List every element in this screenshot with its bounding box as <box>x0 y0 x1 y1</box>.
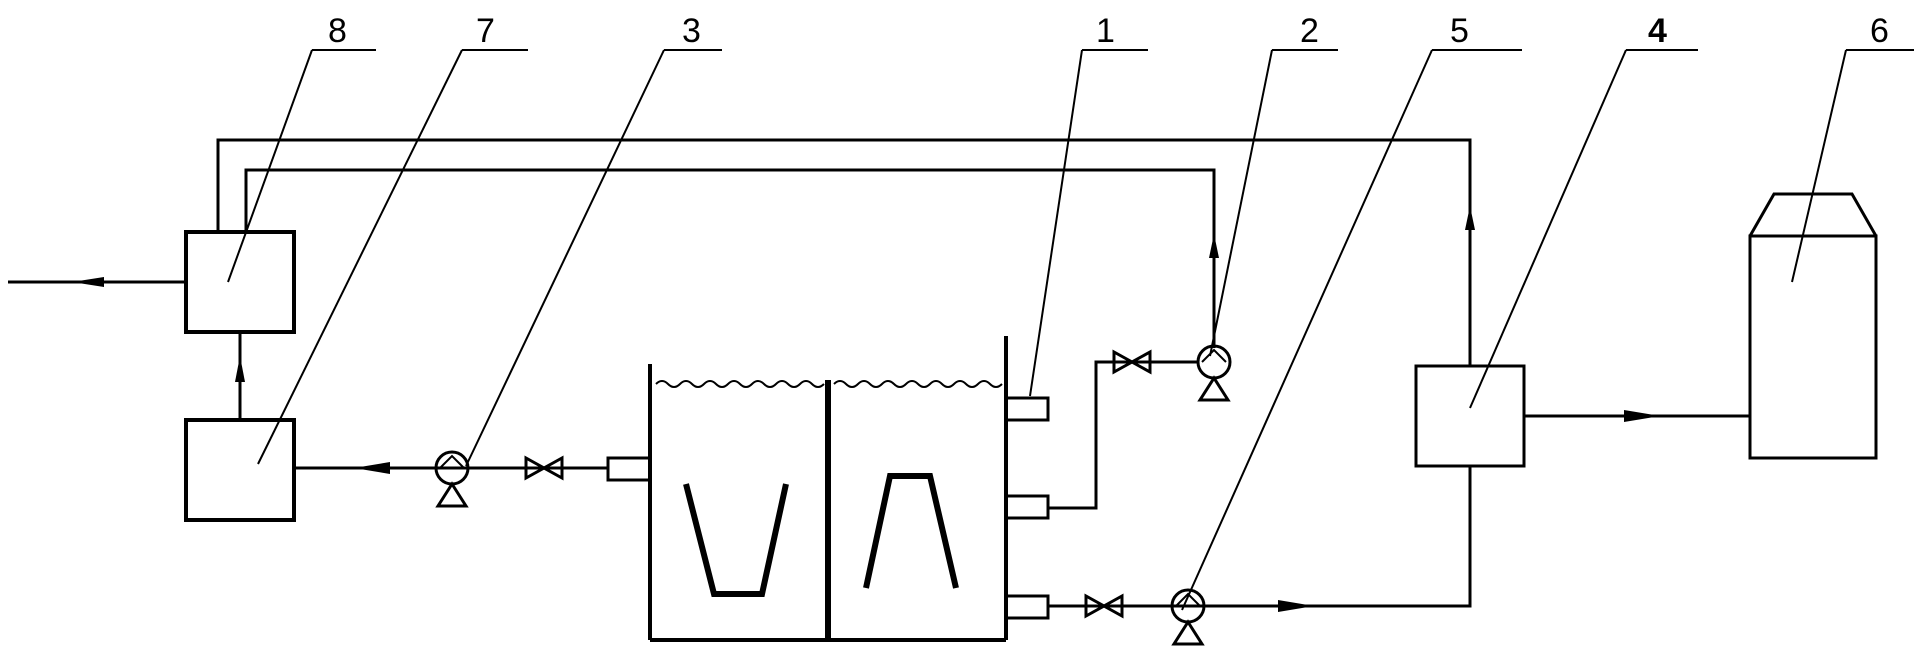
outlet-arrow <box>72 277 104 287</box>
svg-text:8: 8 <box>328 12 347 50</box>
valve-2 <box>1112 349 1152 375</box>
valve-5 <box>1084 593 1124 619</box>
tank-port-top <box>1004 396 1050 422</box>
water-surface <box>655 380 1003 388</box>
arrow-to-unit6 <box>1624 410 1660 422</box>
arrow-to-unit7 <box>354 462 390 474</box>
label-3: 3 <box>465 12 722 467</box>
return-line-inner <box>244 168 1216 348</box>
svg-text:4: 4 <box>1648 12 1667 50</box>
unit-7-box <box>184 418 296 522</box>
pump-5 <box>1170 588 1206 646</box>
svg-text:6: 6 <box>1870 12 1889 50</box>
valve-3 <box>524 455 564 481</box>
unit-6-storage <box>1748 192 1878 460</box>
hat-electrode <box>863 473 959 589</box>
label-7: 7 <box>257 12 528 465</box>
svg-text:7: 7 <box>476 12 495 50</box>
svg-text:1: 1 <box>1096 12 1115 50</box>
label-8: 8 <box>227 12 376 283</box>
cup-electrode <box>683 483 789 597</box>
svg-text:2: 2 <box>1300 12 1319 50</box>
up-arrow-pump2 <box>1209 234 1219 258</box>
up-arrow-7-8 <box>235 356 245 382</box>
line-port-to-unit4 <box>1048 466 1472 608</box>
arrow-to-unit4 <box>1278 600 1314 612</box>
label-2: 2 <box>1209 12 1338 357</box>
unit-4-box <box>1414 364 1526 468</box>
line-port-to-pump2 <box>1048 360 1198 510</box>
label-5: 5 <box>1181 12 1522 611</box>
pump-2 <box>1196 344 1232 402</box>
label-6: 6 <box>1791 12 1914 283</box>
up-arrow-unit4 <box>1465 206 1475 230</box>
tank-port-mid <box>1004 494 1050 520</box>
return-line-outer <box>216 138 1472 366</box>
tank-port-bottom <box>1004 594 1050 620</box>
pump-3 <box>434 450 470 508</box>
label-1: 1 <box>1029 12 1148 397</box>
svg-text:3: 3 <box>682 12 701 50</box>
svg-text:5: 5 <box>1450 12 1469 50</box>
tank-left-port <box>606 456 652 482</box>
label-4: 4 <box>1469 12 1698 409</box>
reactor-tank <box>648 336 1008 642</box>
